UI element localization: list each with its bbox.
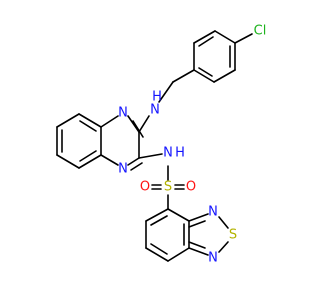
bond: [193, 30, 216, 44]
bond: [158, 81, 174, 103]
atom-amine-n: N: [150, 103, 160, 118]
bond: [130, 162, 143, 171]
bond: [198, 67, 213, 77]
atom-cl: Cl: [254, 24, 267, 39]
bond: [188, 247, 209, 256]
atom-thiadiazole-s: S: [229, 228, 237, 243]
atom-sulfonyl-s: S: [164, 180, 172, 195]
bond: [132, 120, 144, 138]
bond: [218, 216, 229, 229]
bond: [138, 153, 163, 159]
atom-sulfonamide-h: H: [175, 146, 185, 161]
bond: [188, 241, 206, 249]
bond: [172, 69, 195, 83]
bond: [138, 115, 150, 133]
atom-oxygen-left: O: [140, 180, 150, 195]
bond: [167, 208, 190, 222]
bond: [145, 247, 169, 262]
bond: [145, 208, 169, 222]
bond: [127, 115, 140, 133]
bonds: [56, 30, 253, 262]
structure-svg: Cl H N N N N H S O O N S N: [56, 24, 266, 266]
bond: [234, 33, 253, 44]
atom-quinoxaline-n1: N: [118, 106, 128, 121]
atom-thiadiazole-n1: N: [208, 205, 218, 220]
bond: [56, 154, 80, 169]
bond: [150, 243, 168, 255]
bond: [213, 69, 236, 83]
bond: [127, 157, 140, 166]
atom-labels: Cl H N N N N H S O O N S N: [118, 24, 266, 266]
bond: [79, 120, 97, 132]
atom-oxygen-right: O: [186, 180, 196, 195]
bond: [56, 113, 80, 128]
bond: [188, 213, 209, 222]
bond: [79, 150, 97, 162]
atom-sulfonamide-n: N: [163, 146, 173, 161]
bond: [214, 30, 236, 44]
atom-thiadiazole-n3: N: [208, 251, 218, 266]
atom-quinoxaline-n4: N: [118, 162, 128, 177]
bond: [218, 241, 229, 253]
bond: [167, 247, 190, 262]
molecule-diagram: Cl H N N N N H S O O N S N: [56, 24, 266, 266]
bond: [188, 220, 206, 228]
bond: [198, 36, 214, 47]
bond: [100, 115, 119, 128]
bond: [78, 154, 102, 169]
bond: [150, 215, 168, 226]
bond: [78, 113, 102, 128]
atom-amine-h: H: [152, 90, 162, 105]
bond: [100, 154, 119, 166]
bond: [193, 69, 215, 83]
